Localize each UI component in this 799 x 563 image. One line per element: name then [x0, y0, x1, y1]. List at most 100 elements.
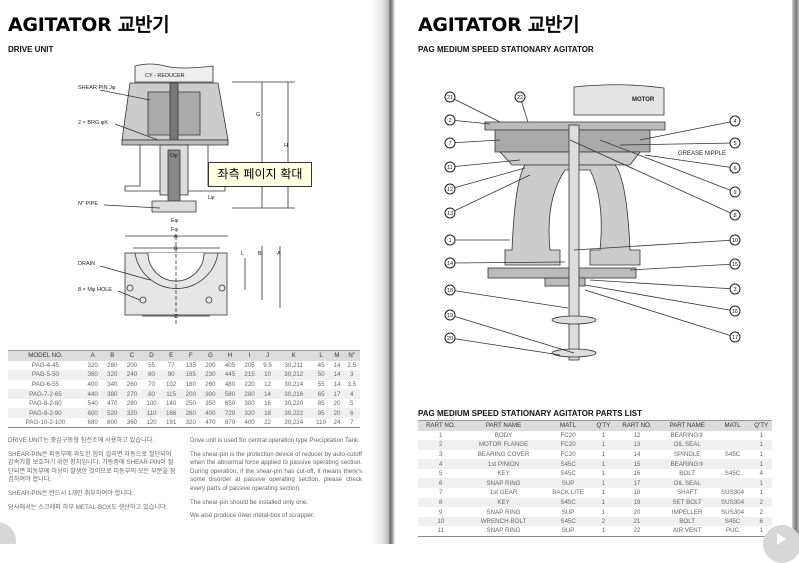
- previous-page-button[interactable]: [0, 522, 16, 544]
- table-cell: 2: [418, 440, 464, 450]
- table-cell: 360: [122, 418, 142, 429]
- table-cell: 1: [601, 489, 606, 497]
- leader-line: [569, 139, 736, 216]
- table-cell: 115: [161, 389, 181, 399]
- callout-circle: [444, 137, 456, 149]
- callout-circle: [729, 283, 741, 295]
- table-cell: [714, 440, 751, 450]
- table-cell: 191: [161, 418, 181, 429]
- leader-line: [449, 174, 531, 214]
- table-cell: 205: [244, 361, 255, 369]
- callout-number: 20: [447, 336, 453, 342]
- column-header: C: [122, 350, 142, 361]
- table-cell: 720: [220, 408, 240, 419]
- table-cell: 1: [601, 450, 606, 458]
- table-cell: 11: [418, 526, 464, 537]
- callout-number: 2: [448, 118, 451, 124]
- en-paragraph: We also produce ower metal-box of scrapp…: [190, 512, 315, 520]
- table-cell: 1: [750, 459, 772, 469]
- column-header: H: [220, 350, 240, 361]
- left-page-title: AGITATOR 교반기: [8, 14, 170, 36]
- table-cell: FC20: [560, 450, 576, 458]
- table-cell: 14: [259, 389, 276, 399]
- table-cell: 12: [633, 431, 641, 439]
- table-cell: 8: [418, 497, 464, 508]
- leader-line: [449, 261, 566, 264]
- en-paragraph: The shear-pin should be installed only o…: [190, 498, 308, 506]
- callout-number: 17: [732, 335, 738, 341]
- callout-circle: [729, 137, 741, 149]
- label-l-vertical: L: [241, 251, 244, 257]
- table-cell: 3: [439, 450, 443, 458]
- column-header: L: [311, 350, 331, 361]
- table-cell: SNAP RING: [463, 478, 544, 489]
- table-cell: 14: [333, 361, 341, 369]
- table-cell: 280: [239, 389, 260, 399]
- callout-circle: [444, 161, 456, 173]
- callout-circle: [729, 162, 741, 174]
- table-cell: BEARING③: [659, 459, 715, 469]
- table-cell: 4: [343, 389, 360, 399]
- label-b: B: [174, 246, 178, 252]
- table-cell: 680: [82, 418, 103, 429]
- column-header: D: [141, 350, 162, 361]
- table-cell: SUS304: [714, 497, 751, 508]
- table-cell: 440: [82, 389, 103, 399]
- table-cell: 400: [87, 380, 98, 388]
- leader-line: [644, 154, 736, 169]
- table-cell: [715, 431, 751, 441]
- callout-number: 22: [517, 95, 523, 101]
- table-cell: 50: [311, 370, 331, 380]
- label-e: Eφ: [171, 218, 179, 224]
- table-cell: SPINDLE: [673, 450, 701, 458]
- table-cell: 480: [224, 380, 236, 388]
- callout-circle: [729, 234, 741, 246]
- label-pipe: N" PIPE: [78, 201, 98, 207]
- leader-line: [449, 289, 569, 309]
- table-cell: SUP: [561, 508, 575, 516]
- label-grease-nipple: GREASE NIPPLE: [678, 151, 726, 157]
- table-cell: 30,214: [284, 380, 304, 388]
- label-shear-pin: SHEAR PIN Jφ: [78, 85, 116, 91]
- table-cell: 600: [102, 418, 123, 429]
- table-cell: 1: [750, 440, 772, 450]
- table-cell: SUS304: [720, 508, 745, 516]
- table-cell: 1: [750, 478, 772, 489]
- table-cell: 166: [161, 408, 181, 419]
- table-cell: 300: [200, 389, 221, 399]
- book-spine: [372, 0, 395, 544]
- table-cell: 650: [224, 400, 236, 408]
- table-cell: IMPELLER: [671, 508, 703, 516]
- table-cell: 470: [107, 400, 118, 408]
- table-cell: 2: [750, 497, 772, 508]
- table-cell: 22: [614, 526, 660, 537]
- table-cell: S45C: [724, 450, 741, 458]
- table-cell: S45C: [543, 497, 593, 508]
- table-cell: 17: [330, 389, 344, 399]
- ko-paragraph: DRIVE UNIT는 중심구동형 침전조에 사용하고 있습니다.: [8, 437, 155, 444]
- table-cell: PAG-6-55: [31, 380, 59, 388]
- table-cell: 24: [330, 418, 344, 429]
- table-cell: 55: [148, 361, 155, 369]
- table-cell: 1: [601, 508, 606, 516]
- column-header: PART NAME: [659, 420, 715, 431]
- callout-circle: [444, 332, 456, 344]
- table-cell: 280: [180, 408, 201, 419]
- callout-number: 16: [732, 309, 738, 315]
- callout-number: 5: [733, 141, 736, 147]
- table-cell: SUP: [543, 526, 593, 537]
- left-page: AGITATOR 교반기 DRIVE UNIT CY: [0, 0, 372, 544]
- table-cell: 21: [614, 516, 660, 527]
- next-page-button[interactable]: [763, 525, 799, 563]
- table-cell: 3.5: [347, 380, 357, 388]
- table-cell: 60: [141, 370, 162, 380]
- table-cell: 6: [750, 516, 772, 527]
- callout-number: 18: [447, 288, 453, 294]
- table-cell: 95: [311, 408, 331, 419]
- right-page-subtitle: PAG MEDIUM SPEED STATIONARY AGITATOR: [418, 45, 594, 54]
